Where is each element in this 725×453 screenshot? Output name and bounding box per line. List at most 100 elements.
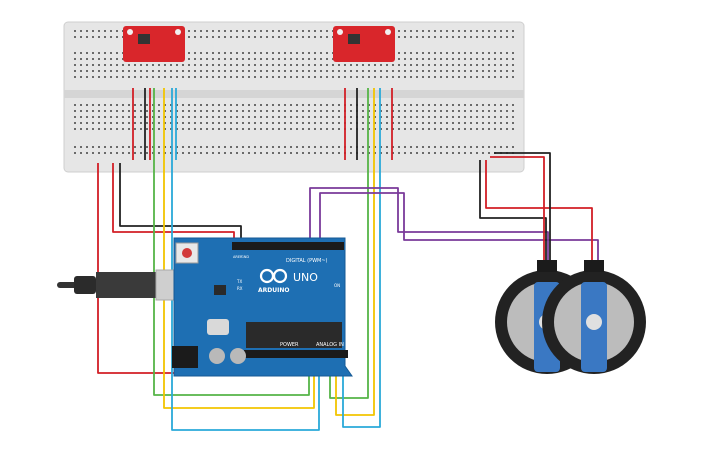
breadboard-hole [110, 146, 112, 148]
breadboard-hole [320, 52, 322, 54]
wire-purple [309, 187, 549, 262]
breadboard-hole [104, 116, 106, 118]
breadboard-hole [362, 64, 364, 66]
breadboard-hole [398, 76, 400, 78]
breadboard-hole [182, 146, 184, 148]
breadboard-hole [302, 104, 304, 106]
breadboard-hole [422, 104, 424, 106]
breadboard-hole [410, 64, 412, 66]
breadboard-hole [284, 64, 286, 66]
breadboard-hole [158, 64, 160, 66]
breadboard-hole [350, 110, 352, 112]
breadboard-hole [488, 36, 490, 38]
breadboard-hole [500, 76, 502, 78]
breadboard-hole [446, 104, 448, 106]
breadboard-hole [188, 110, 190, 112]
breadboard-hole [134, 152, 136, 154]
breadboard-hole [248, 52, 250, 54]
breadboard-hole [500, 58, 502, 60]
breadboard-hole [170, 64, 172, 66]
breadboard-hole [488, 76, 490, 78]
breadboard-hole [212, 110, 214, 112]
breadboard-hole [320, 58, 322, 60]
breadboard-hole [392, 128, 394, 130]
breadboard-hole [482, 104, 484, 106]
breadboard-hole [266, 64, 268, 66]
sensor-module-right[interactable] [333, 26, 395, 62]
breadboard-hole [128, 110, 130, 112]
breadboard-hole [326, 70, 328, 72]
breadboard-hole [254, 110, 256, 112]
breadboard-hole [260, 64, 262, 66]
breadboard-hole [284, 110, 286, 112]
breadboard-hole [476, 58, 478, 60]
breadboard-hole [272, 52, 274, 54]
breadboard-hole [152, 64, 154, 66]
breadboard-hole [242, 70, 244, 72]
breadboard-hole [416, 30, 418, 32]
breadboard-hole [98, 122, 100, 124]
breadboard-hole [374, 128, 376, 130]
breadboard-hole [98, 116, 100, 118]
breadboard-hole [110, 64, 112, 66]
breadboard-hole [170, 146, 172, 148]
breadboard-hole [416, 52, 418, 54]
breadboard-hole [506, 110, 508, 112]
breadboard-hole [362, 104, 364, 106]
breadboard-hole [284, 122, 286, 124]
breadboard-hole [326, 58, 328, 60]
breadboard-hole [80, 64, 82, 66]
breadboard-hole [380, 152, 382, 154]
breadboard-hole [182, 110, 184, 112]
breadboard-hole [470, 76, 472, 78]
sensor-module-left[interactable] [123, 26, 185, 62]
breadboard-hole [398, 52, 400, 54]
breadboard-hole [386, 70, 388, 72]
breadboard-hole [284, 52, 286, 54]
breadboard-hole [74, 110, 76, 112]
breadboard-hole [86, 64, 88, 66]
breadboard-hole [344, 76, 346, 78]
wires[interactable] [97, 88, 599, 431]
breadboard-hole [80, 58, 82, 60]
breadboard-hole [146, 122, 148, 124]
breadboard-hole [284, 70, 286, 72]
breadboard-hole [224, 58, 226, 60]
breadboard-hole [362, 128, 364, 130]
breadboard-hole [92, 116, 94, 118]
tx-label: TX [236, 279, 242, 284]
breadboard-hole [434, 122, 436, 124]
breadboard-hole [326, 128, 328, 130]
breadboard-hole [302, 116, 304, 118]
breadboard-hole [416, 36, 418, 38]
breadboard-hole [398, 36, 400, 38]
breadboard-hole [80, 122, 82, 124]
breadboard-hole [338, 64, 340, 66]
breadboard-hole [506, 64, 508, 66]
breadboard-hole [278, 52, 280, 54]
breadboard-hole [368, 152, 370, 154]
breadboard-hole [212, 58, 214, 60]
breadboard-hole [302, 30, 304, 32]
breadboard-hole [302, 122, 304, 124]
breadboard-hole [194, 116, 196, 118]
breadboard-hole [260, 146, 262, 148]
breadboard-hole [224, 122, 226, 124]
breadboard-hole [434, 116, 436, 118]
breadboard-hole [182, 64, 184, 66]
breadboard-holes [74, 30, 514, 154]
breadboard-hole [476, 36, 478, 38]
arduino-uno-board[interactable]: ARDUINO UNO DIGITAL (PWM~) POWER ANALOG … [172, 237, 353, 377]
breadboard-hole [140, 152, 142, 154]
breadboard-hole [392, 152, 394, 154]
breadboard-hole [446, 116, 448, 118]
breadboard-hole [218, 70, 220, 72]
servo-wheel-right-icon[interactable] [542, 260, 646, 374]
breadboard-hole [464, 146, 466, 148]
breadboard-hole [452, 70, 454, 72]
breadboard-hole [260, 36, 262, 38]
breadboard-hole [260, 110, 262, 112]
breadboard-hole [290, 70, 292, 72]
breadboard-hole [464, 128, 466, 130]
